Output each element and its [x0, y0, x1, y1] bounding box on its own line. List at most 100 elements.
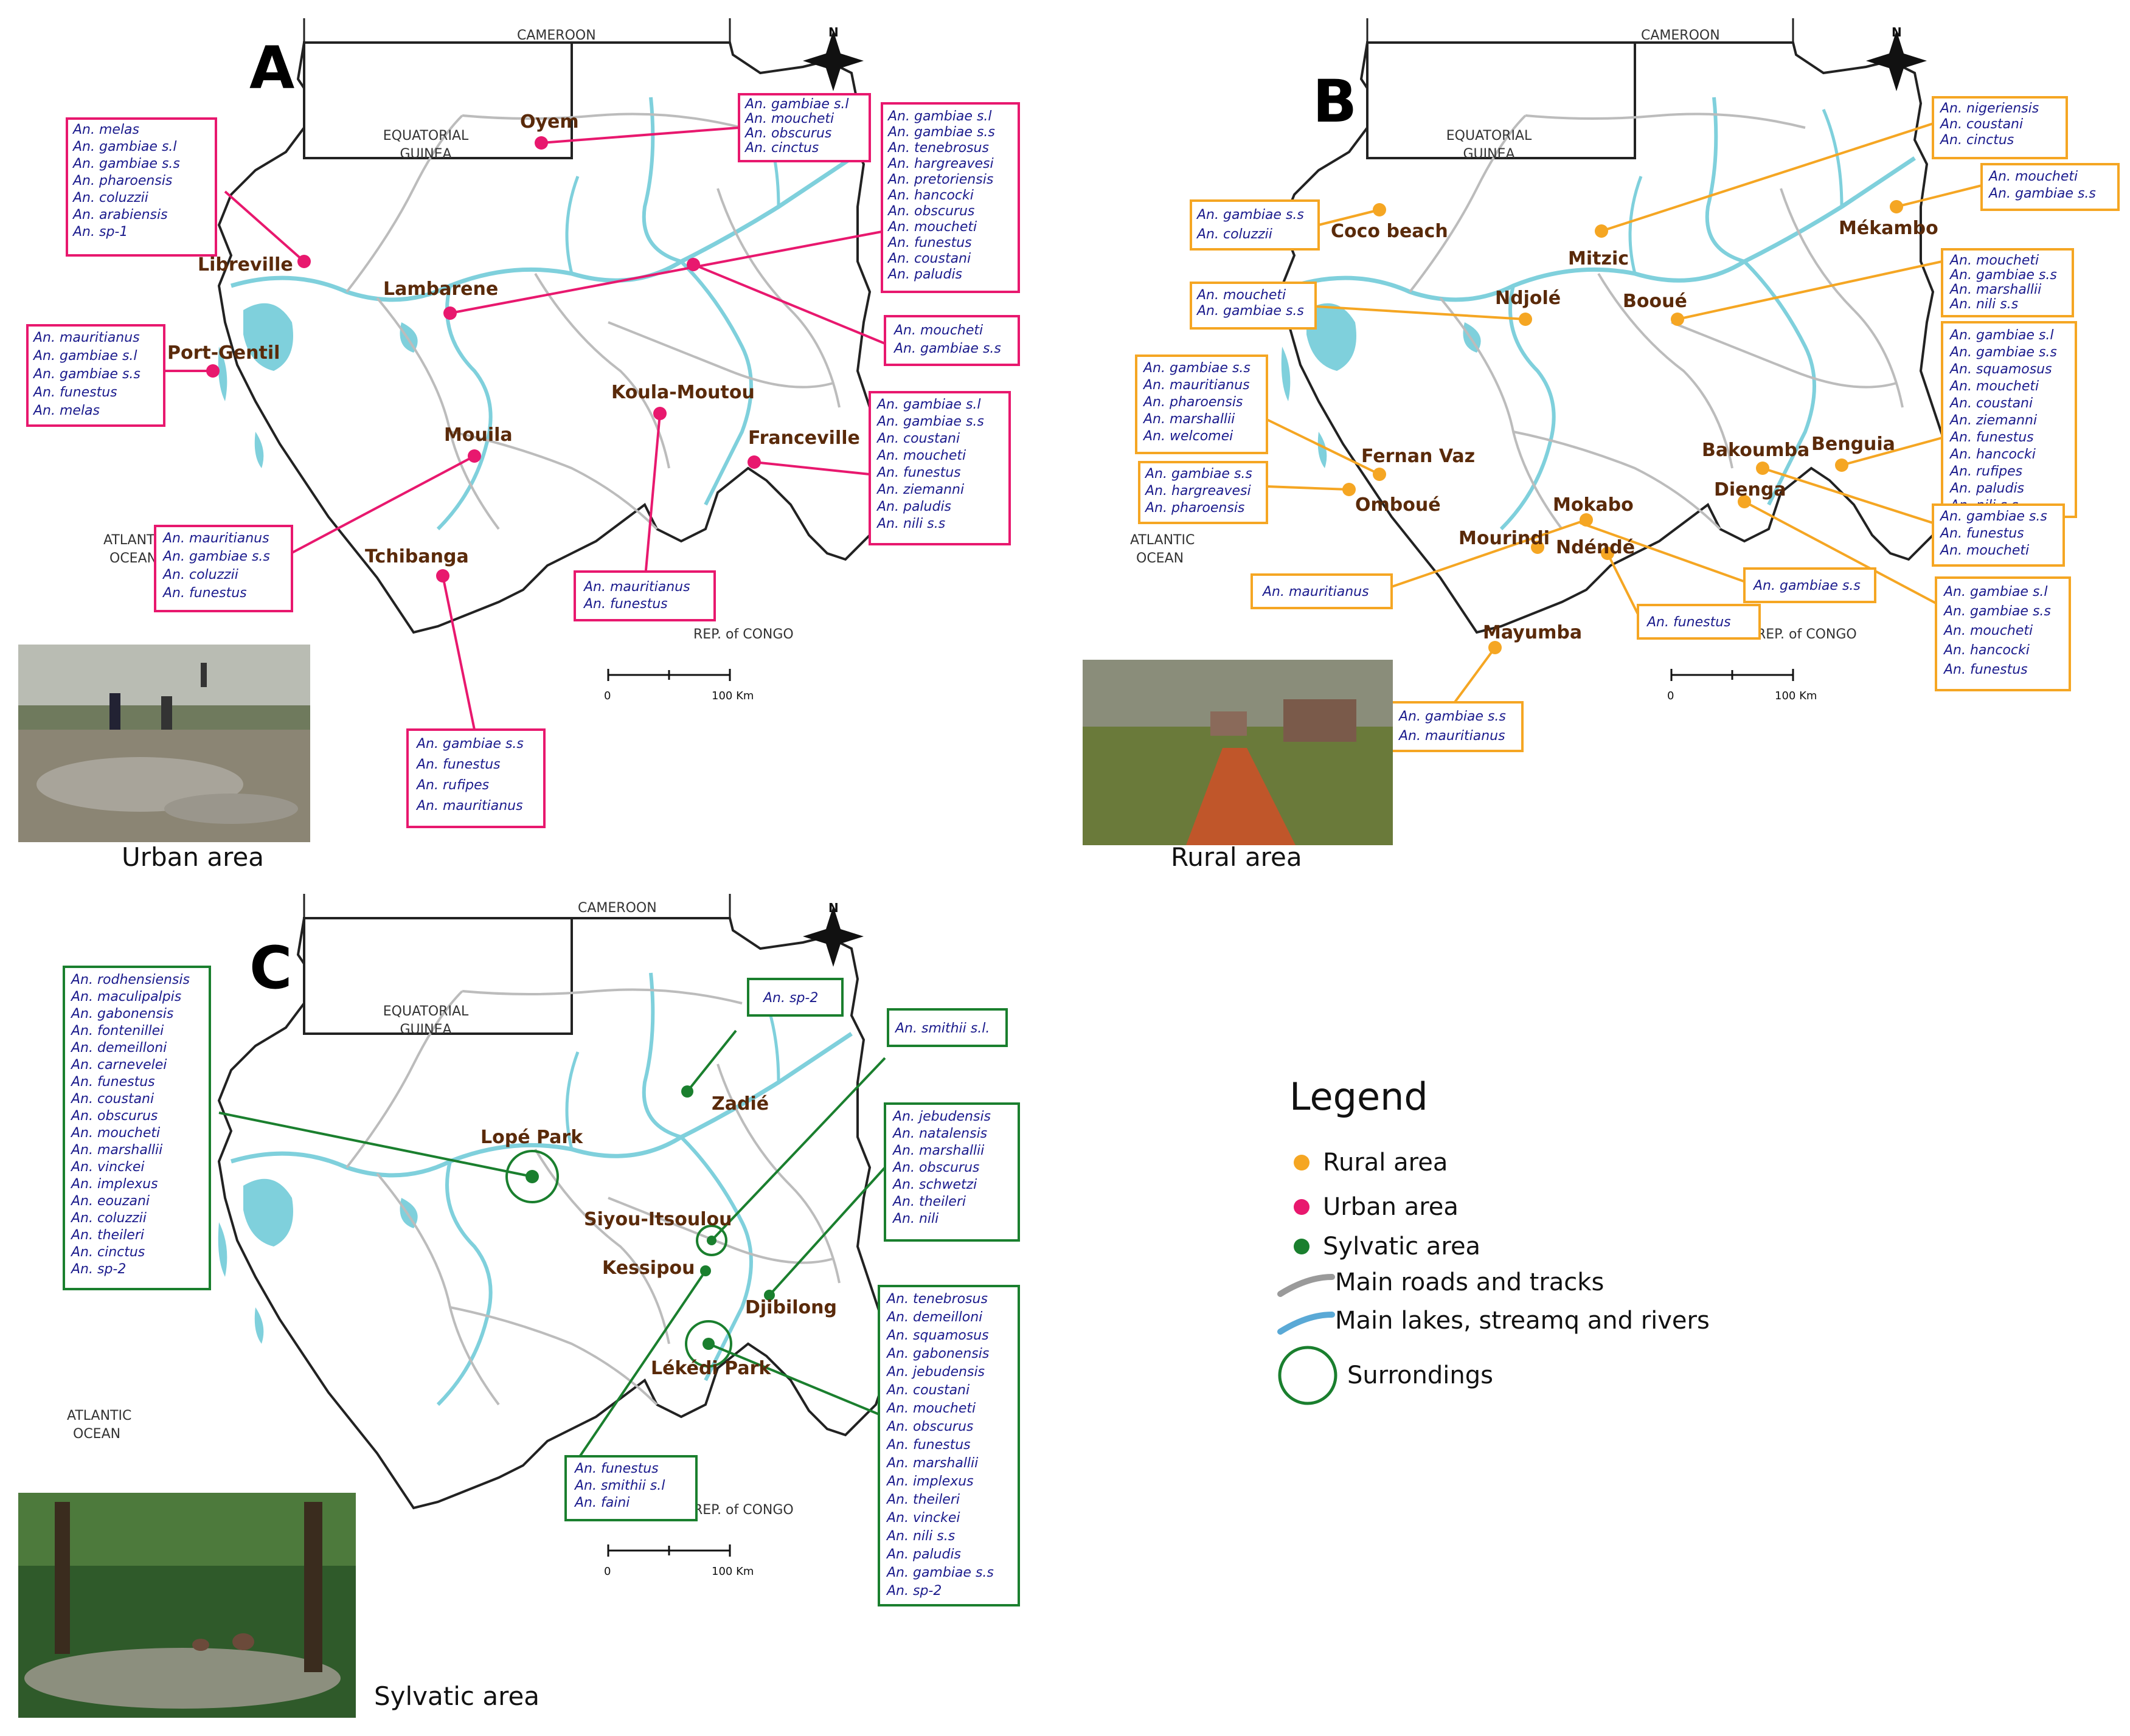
site-siyou-itsoulou: Siyou-Itsoulou	[584, 1209, 732, 1230]
eq-guinea-label-c2: GUINEA	[400, 1022, 451, 1037]
species-box-oyem: An. gambiae s.l An. moucheti An. obscuru…	[744, 97, 853, 156]
site-fernan-vaz: Fernan Vaz	[1361, 446, 1475, 467]
legend-surroundings-label: Surrondings	[1347, 1361, 1493, 1389]
scale-hundred: 100 Km	[712, 690, 754, 702]
legend: Legend Rural area Urban area Sylvatic ar…	[1277, 1074, 1710, 1405]
eq-guinea-label-c: EQUATORIAL	[383, 1004, 469, 1019]
species-box-tchibanga: An. gambiae s.s An. funestus An. rufipes…	[415, 736, 528, 814]
site-oyem: Oyem	[520, 111, 579, 133]
north-label-c: N	[828, 901, 839, 915]
congo-label-b: REP. of CONGO	[1757, 627, 1857, 642]
site-libreville: Libreville	[198, 254, 293, 275]
species-box-port-gentil: An. mauritianus An. gambiae s.l An. gamb…	[32, 330, 145, 418]
site-lambarene: Lambarene	[383, 278, 498, 300]
eq-guinea-label-b2: GUINEA	[1463, 147, 1514, 162]
legend-sylvatic-dot	[1294, 1239, 1310, 1254]
urban-species-boxes: An. melas An. gambiae s.l An. gambiae s.…	[26, 93, 1020, 828]
species-box-mitzic: An. nigeriensis An. coustani An. cinctus	[1939, 101, 2043, 148]
legend-rivers-label: Main lakes, streamq and rivers	[1335, 1307, 1710, 1335]
panel-letter-c: C	[249, 934, 292, 1002]
species-box-omboue: An. gambiae s.s An. hargreavesi An. phar…	[1144, 466, 1257, 516]
legend-urban-label: Urban area	[1323, 1193, 1459, 1221]
urban-leaders	[164, 126, 886, 730]
panel-letter-b: B	[1313, 67, 1357, 136]
species-box-kessipou: An. funestus An. smithii s.l An. faini	[574, 1461, 669, 1510]
site-dienga: Dienga	[1714, 479, 1786, 500]
panel-a: CAMEROON EQUATORIAL GUINEA ATLANTIC OCEA…	[26, 18, 1020, 828]
species-box-booue: An. moucheti An. gambiae s.s An. marshal…	[1949, 253, 2061, 312]
urban-photo	[18, 645, 310, 842]
ocean-label: OCEAN	[109, 551, 157, 566]
scale-zero-b: 0	[1667, 690, 1674, 702]
legend-rural-label: Rural area	[1323, 1149, 1448, 1177]
site-benguia: Benguia	[1811, 434, 1895, 455]
site-lope-park: Lopé Park	[480, 1127, 583, 1148]
species-box-mekambo: An. moucheti An. gambiae s.s	[1988, 169, 2096, 201]
site-mourindi: Mourindi	[1459, 528, 1550, 549]
eq-guinea-label: EQUATORIAL	[383, 128, 469, 144]
species-box-franceville: An. gambiae s.l An. gambiae s.s An. cous…	[876, 397, 988, 531]
scale-hundred-b: 100 Km	[1775, 690, 1817, 702]
rural-photo	[1083, 660, 1393, 845]
site-lekedi-park: Lékédi Park	[651, 1358, 771, 1379]
rural-photo-caption: Rural area	[1171, 842, 1302, 872]
site-ndende: Ndéndé	[1556, 537, 1635, 558]
rural-leaders	[1266, 120, 1982, 707]
atlantic-label-b: ATLANTIC	[1130, 533, 1195, 548]
species-box-lambarene: An. gambiae s.l An. gambiae s.s An. tene…	[887, 109, 999, 282]
sylvatic-species-boxes: An. rodhensiensis An. maculipalpis An. g…	[63, 966, 1020, 1606]
eq-guinea-label-2: GUINEA	[400, 147, 451, 162]
sylvatic-surroundings	[505, 1150, 732, 1368]
cameroon-label-c: CAMEROON	[578, 901, 657, 916]
panel-b: CAMEROON EQUATORIAL GUINEA ATLANTIC OCEA…	[1130, 18, 2120, 752]
species-box-mouila: An. mauritianus An. gambiae s.s An. colu…	[162, 531, 274, 601]
site-mekambo: Mékambo	[1839, 218, 1938, 239]
species-box-mourindi: An. mauritianus	[1261, 584, 1369, 600]
site-port-gentil: Port-Gentil	[167, 342, 280, 364]
congo-label-c: REP. of CONGO	[693, 1503, 794, 1518]
species-box-lope-park: An. rodhensiensis An. maculipalpis An. g…	[70, 972, 194, 1277]
species-box-bakoumba: An. gambiae s.s An. funestus An. mouchet…	[1939, 509, 2052, 558]
site-omboue: Omboué	[1355, 494, 1441, 516]
site-mouila: Mouila	[444, 424, 513, 446]
species-box-coco-beach: An. gambiae s.s An. coluzzii	[1196, 207, 1308, 242]
eq-guinea-label-b: EQUATORIAL	[1446, 128, 1532, 144]
legend-urban-dot	[1294, 1199, 1310, 1215]
sylvatic-photo-caption: Sylvatic area	[374, 1681, 540, 1711]
species-box-koula-moutou: An. mauritianus An. funestus	[583, 579, 695, 612]
species-box-mayumba: An. gambiae s.s An. mauritianus	[1398, 709, 1510, 744]
site-mitzic: Mitzic	[1568, 248, 1629, 269]
species-box-zadie: An. sp-2	[762, 991, 818, 1006]
species-box-dienga: An. gambiae s.l An. gambiae s.s An. mouc…	[1943, 584, 2055, 677]
species-box-mokabo: An. gambiae s.s	[1752, 578, 1861, 593]
legend-road-swatch	[1277, 1274, 1335, 1297]
site-zadie: Zadié	[712, 1093, 769, 1115]
site-djibilong: Djibilong	[745, 1297, 837, 1318]
sylvatic-leaders	[218, 1029, 886, 1461]
legend-river-swatch	[1277, 1312, 1335, 1335]
ocean-label-b: OCEAN	[1136, 551, 1184, 566]
legend-roads-label: Main roads and tracks	[1335, 1268, 1604, 1296]
site-bakoumba: Bakoumba	[1702, 440, 1809, 461]
species-box-djibilong: An. jebudensis An. natalensis An. marsha…	[892, 1109, 995, 1226]
rural-species-boxes: An. nigeriensis An. coustani An. cinctus…	[1135, 96, 2120, 752]
congo-label: REP. of CONGO	[693, 627, 794, 642]
site-mayumba: Mayumba	[1483, 622, 1582, 643]
sylvatic-site-dots	[526, 1085, 775, 1350]
site-booue: Booué	[1623, 291, 1687, 312]
urban-photo-caption: Urban area	[122, 842, 265, 872]
north-label: N	[828, 25, 839, 40]
species-box-siyou-itsoulou: An. smithii s.l.	[894, 1021, 990, 1036]
urban-site-dots	[206, 136, 761, 583]
species-box-libreville: An. melas An. gambiae s.l An. gambiae s.…	[72, 122, 184, 240]
site-koula-moutou: Koula-Moutou	[611, 382, 755, 403]
panel-letter-a: A	[249, 34, 294, 102]
site-ndjole: Ndjolé	[1495, 288, 1561, 309]
legend-sylvatic-label: Sylvatic area	[1323, 1233, 1480, 1261]
scale-hundred-c: 100 Km	[712, 1565, 754, 1578]
legend-rural-dot	[1294, 1155, 1310, 1171]
north-label-b: N	[1892, 25, 1902, 40]
scale-zero: 0	[604, 690, 611, 702]
site-tchibanga: Tchibanga	[365, 546, 469, 567]
